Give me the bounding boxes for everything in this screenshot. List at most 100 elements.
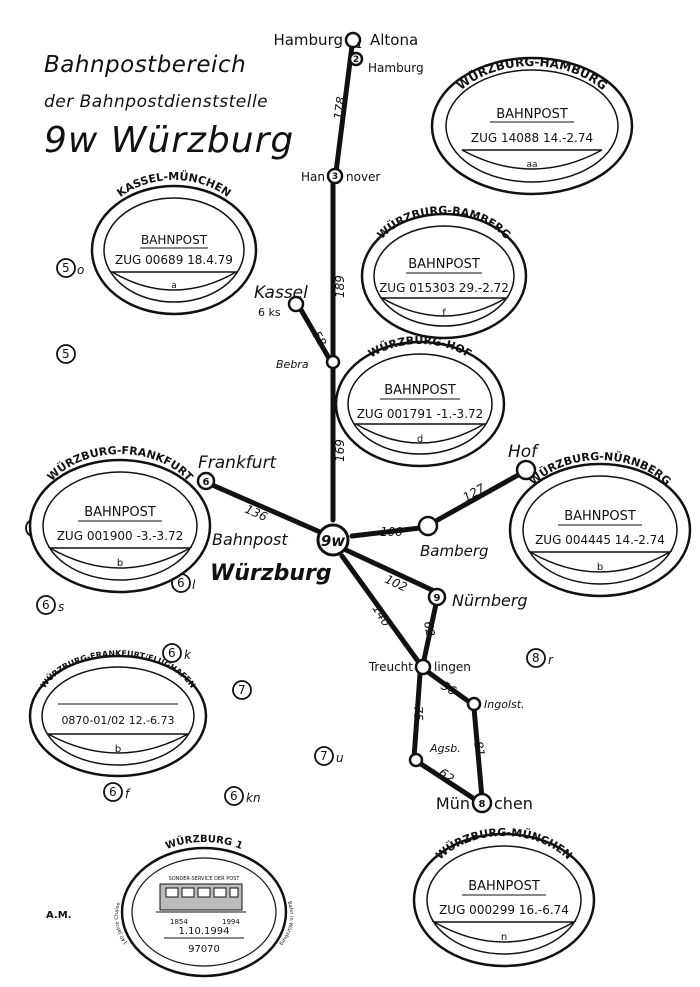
line-nuernberg-treuchtlingen bbox=[421, 601, 439, 663]
postmark-bamberg-letter: f bbox=[442, 308, 446, 319]
postmark-hamburg-letter: aa bbox=[526, 160, 537, 170]
postmark-frankfurt-zug: ZUG 001900 -3.-3.72 bbox=[57, 529, 184, 543]
station-label-hamburg-hbf: Hamburg bbox=[368, 61, 424, 75]
area-code-6f-num: 6 bbox=[109, 785, 117, 799]
postmark-bamberg-label: BAHNPOST bbox=[408, 257, 480, 272]
station-hamburg-hbf-number: 2 bbox=[353, 55, 359, 65]
map-title: Bahnpostbereich bbox=[44, 52, 247, 78]
area-code-6kn-circle bbox=[224, 786, 244, 806]
area-code-6s-circle bbox=[36, 595, 56, 615]
area-code-6l-suffix: l bbox=[192, 578, 196, 592]
postmark-nuernberg-label: BAHNPOST bbox=[564, 509, 636, 524]
postmark-nuernberg-letter: b bbox=[597, 562, 603, 573]
station-augsburg-node bbox=[408, 752, 424, 768]
line-bamberg-hof bbox=[431, 471, 523, 525]
postmark-special-year1: 1854 bbox=[170, 918, 188, 926]
station-muenchen-node bbox=[471, 792, 493, 814]
postmark-flughafen-letter: b bbox=[115, 744, 121, 755]
postmark-kassel-letter: a bbox=[171, 281, 177, 291]
line-wuerzburg-nuernberg bbox=[343, 547, 435, 593]
area-code-5o-circle bbox=[56, 258, 76, 278]
area-code-6s-num: 6 bbox=[42, 598, 50, 612]
rail-lines bbox=[207, 43, 523, 803]
station-wuerzburg-node bbox=[316, 523, 350, 557]
postmark-wuerzburg-muenchen: WÜRZBURG-MÜNCHEN BAHNPOST ZUG 000299 16.… bbox=[412, 826, 596, 968]
postmark-frankfurt-label: BAHNPOST bbox=[84, 505, 156, 520]
area-code-5-num: 5 bbox=[62, 347, 70, 361]
postmark-wuerzburg-hamburg: WÜRZBURG-HAMBURG BAHNPOST ZUG 14088 14.-… bbox=[430, 55, 634, 196]
line-hamburg-hannover bbox=[333, 43, 355, 175]
postmark-muenchen-label: BAHNPOST bbox=[468, 879, 540, 894]
postmark-kassel-label: BAHNPOST bbox=[141, 233, 208, 247]
map-subtitle: der Bahnpostdienststelle bbox=[44, 92, 269, 112]
station-nuernberg-number: 9 bbox=[434, 593, 441, 604]
station-nodes bbox=[196, 31, 537, 814]
station-label-bahnpost: Bahnpost bbox=[212, 530, 288, 549]
distance-nuernberg-treuchtlingen: 62 bbox=[421, 620, 437, 637]
station-label-frankfurt: Frankfurt bbox=[198, 453, 278, 473]
area-code-5-circle bbox=[56, 344, 76, 364]
postmark-hof-label: BAHNPOST bbox=[384, 383, 456, 398]
station-label-kassel-code: 6 ks bbox=[258, 306, 281, 319]
area-code-6kn-suffix: kn bbox=[246, 791, 261, 805]
station-label-ingolstadt: Ingolst. bbox=[484, 698, 525, 711]
area-code-7u-suffix: u bbox=[336, 751, 344, 765]
postmark-hof-letter: d bbox=[417, 434, 423, 445]
station-treuchtlingen-node bbox=[414, 658, 432, 676]
station-label-hannover-b: nover bbox=[346, 170, 380, 184]
postmark-special-zip: 97070 bbox=[188, 944, 220, 955]
area-code-6k-num: 6 bbox=[168, 646, 176, 660]
station-label-augsburg: Agsb. bbox=[429, 742, 461, 755]
author-initials: A.M. bbox=[46, 910, 72, 921]
distance-treuchtlingen-augsburg: 75 bbox=[411, 706, 426, 722]
station-label-kassel: Kassel bbox=[254, 283, 308, 303]
distance-labels: 178 189 58 169 136 100 127 102 140 62 56… bbox=[243, 95, 488, 785]
area-code-6f-circle bbox=[103, 782, 123, 802]
area-code-6l-num: 6 bbox=[177, 576, 185, 590]
station-label-hof: Hof bbox=[508, 442, 540, 462]
station-hannover-node bbox=[326, 167, 344, 185]
area-code-6f-suffix: f bbox=[125, 787, 131, 801]
line-frankfurt-wuerzburg bbox=[207, 481, 323, 535]
station-bebra-node bbox=[325, 354, 341, 370]
station-hamburg-node bbox=[344, 31, 362, 49]
station-nuernberg-node bbox=[427, 587, 447, 607]
postmark-wuerzburg-hof: WÜRZBURG-HOF BAHNPOST ZUG 001791 -1.-3.7… bbox=[334, 334, 506, 468]
station-label-wuerzburg: Würzburg bbox=[210, 561, 332, 586]
postmark-hof-zug: ZUG 001791 -1.-3.72 bbox=[357, 407, 484, 421]
distance-wuerzburg-bamberg: 100 bbox=[380, 525, 403, 539]
station-label-hamburg: Hamburg bbox=[273, 31, 343, 49]
distance-treuchtlingen-ingolstadt: 56 bbox=[439, 678, 460, 698]
station-label-altona: Altona bbox=[370, 31, 418, 49]
postmark-nuernberg-zug: ZUG 004445 14.-2.74 bbox=[535, 533, 665, 547]
postmark-frankfurt-letter: b bbox=[117, 558, 123, 569]
postmark-hamburg-zug: ZUG 14088 14.-2.74 bbox=[471, 131, 593, 145]
postmark-wuerzburg-frankfurt: WÜRZBURG-FRANKFURT BAHNPOST ZUG 001900 -… bbox=[28, 444, 212, 594]
area-code-8r-num: 8 bbox=[532, 651, 540, 665]
area-code-5o-suffix: o bbox=[77, 263, 84, 277]
area-code-6k-circle bbox=[162, 643, 182, 663]
area-code-6s-suffix: s bbox=[58, 600, 64, 614]
station-frankfurt-node bbox=[196, 471, 216, 491]
area-code-8r-circle bbox=[526, 648, 546, 668]
station-label-muen: Mün bbox=[436, 794, 470, 813]
postmark-special-1994: WÜRZBURG 1 SONDER-SERVICE DER POST 140 J… bbox=[114, 833, 294, 978]
postmark-kassel-zug: ZUG 00689 18.4.79 bbox=[115, 253, 233, 267]
line-kassel-bebra bbox=[297, 305, 333, 363]
distance-hannover-bebra: 189 bbox=[333, 275, 347, 298]
postmark-wuerzburg-nuernberg: WÜRZBURG-NÜRNBERG BAHNPOST ZUG 004445 14… bbox=[508, 450, 692, 598]
station-kassel-node bbox=[287, 295, 305, 313]
postmark-special-year2: 1994 bbox=[222, 918, 240, 926]
area-code-7-circle bbox=[232, 680, 252, 700]
area-code-5o-num: 5 bbox=[62, 261, 70, 275]
postmark-flughafen-zug: 0870-01/02 12.-6.73 bbox=[61, 714, 174, 727]
station-hannover-number: 3 bbox=[332, 172, 338, 182]
map-office-title: 9w Würzburg bbox=[44, 120, 295, 161]
station-label-hannover-a: Han bbox=[301, 170, 325, 184]
station-ingolstadt-node bbox=[466, 696, 482, 712]
station-label-bebra: Bebra bbox=[276, 358, 309, 371]
postmark-muenchen-zug: ZUG 000299 16.-6.74 bbox=[439, 903, 569, 917]
line-augsburg-muenchen bbox=[415, 759, 479, 803]
station-frankfurt-number: 6 bbox=[203, 477, 210, 488]
